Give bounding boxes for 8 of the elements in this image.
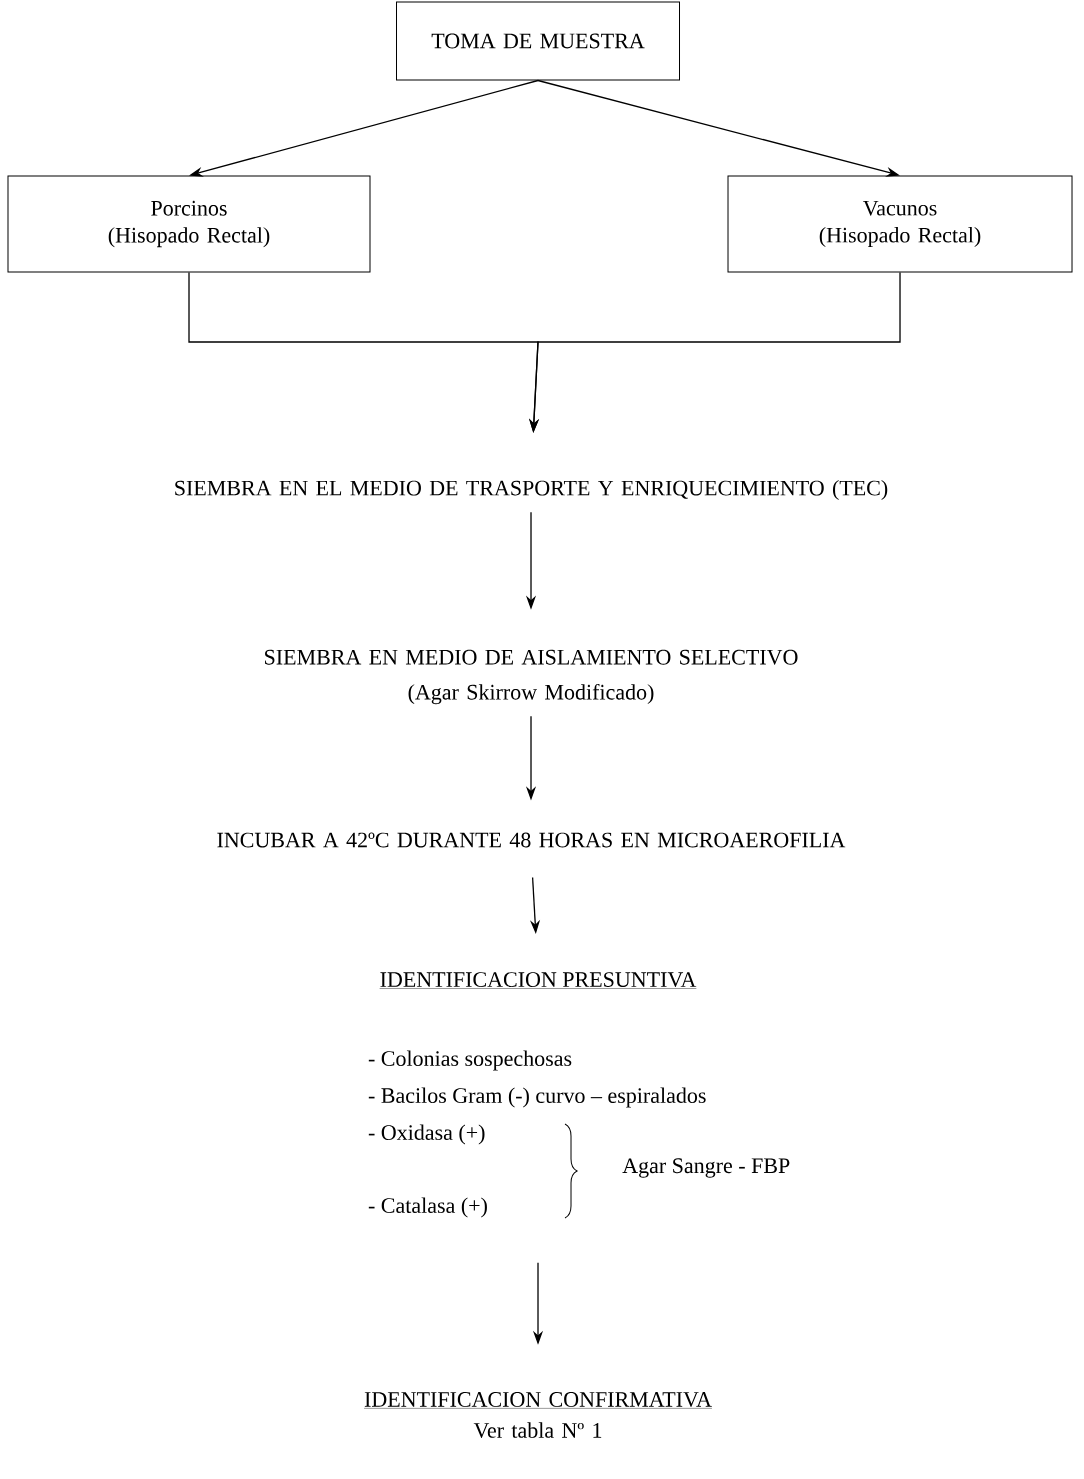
process-box: Vacunos (Hisopado Rectal) xyxy=(727,175,1073,273)
step-text: SIEMBRA EN EL MEDIO DE TRASPORTE Y ENRIQUECIMIENTO (TEC) xyxy=(175,480,888,500)
step-text: INCUBAR A 42ºC DURANTE 48 HORAS EN MICROAEROFILIA xyxy=(217,832,846,848)
process-box: TOMA DE MUESTRA xyxy=(396,1,680,81)
step-text: SIEMBRA EN MEDIO DE AISLAMIENTO SELECTIVO (Agar Skirrow Modificado) xyxy=(265,649,798,705)
process-box: Porcinos (Hisopado Rectal) xyxy=(7,175,371,273)
step-text: IDENTIFICACION CONFIRMATIVA Ver tabla Nº 1 xyxy=(363,1392,713,1438)
brace-label: Agar Sangre - FBP xyxy=(622,1158,790,1178)
